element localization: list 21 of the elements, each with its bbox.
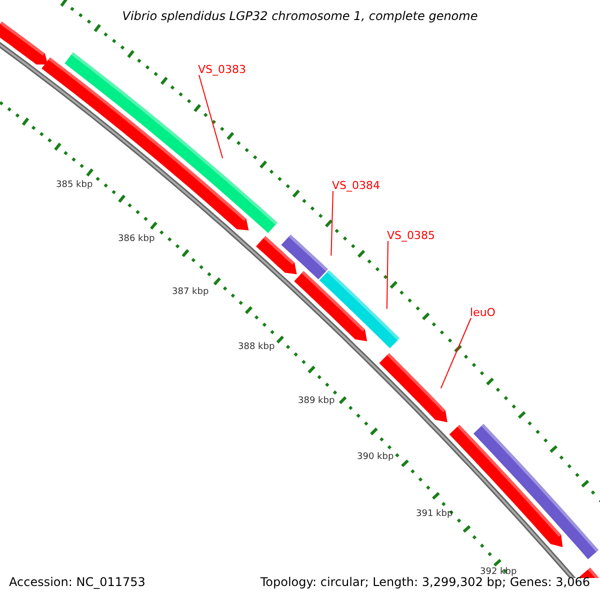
accession-text: Accession: NC_011753 [9, 575, 146, 589]
scale-label: 388 kbp [238, 342, 275, 352]
map-title: Vibrio splendidus LGP32 chromosome 1, complete genome [121, 9, 479, 23]
scale-label: 392 kbp [480, 567, 517, 577]
genome-info-text: Topology: circular; Length: 3,299,302 bp; Genes: 3,066 [260, 575, 590, 589]
gene-label: VS_0383 [198, 63, 246, 76]
gene-feature [319, 270, 400, 348]
leader-line [198, 74, 224, 159]
leader-line [330, 190, 334, 256]
leader-line [440, 318, 472, 389]
gene-feature [379, 353, 448, 422]
gene-label: VS_0385 [387, 229, 436, 242]
leader-line [386, 240, 388, 310]
scale-label: 390 kbp [357, 452, 394, 462]
scale-label: 387 kbp [172, 287, 209, 297]
gene-feature [281, 234, 328, 280]
scale-label: 389 kbp [298, 396, 335, 406]
gene-label: VS_0384 [332, 179, 380, 192]
scale-label: 385 kbp [56, 180, 93, 190]
scale-label: 391 kbp [416, 509, 453, 519]
gene-label: leuO [470, 306, 496, 319]
